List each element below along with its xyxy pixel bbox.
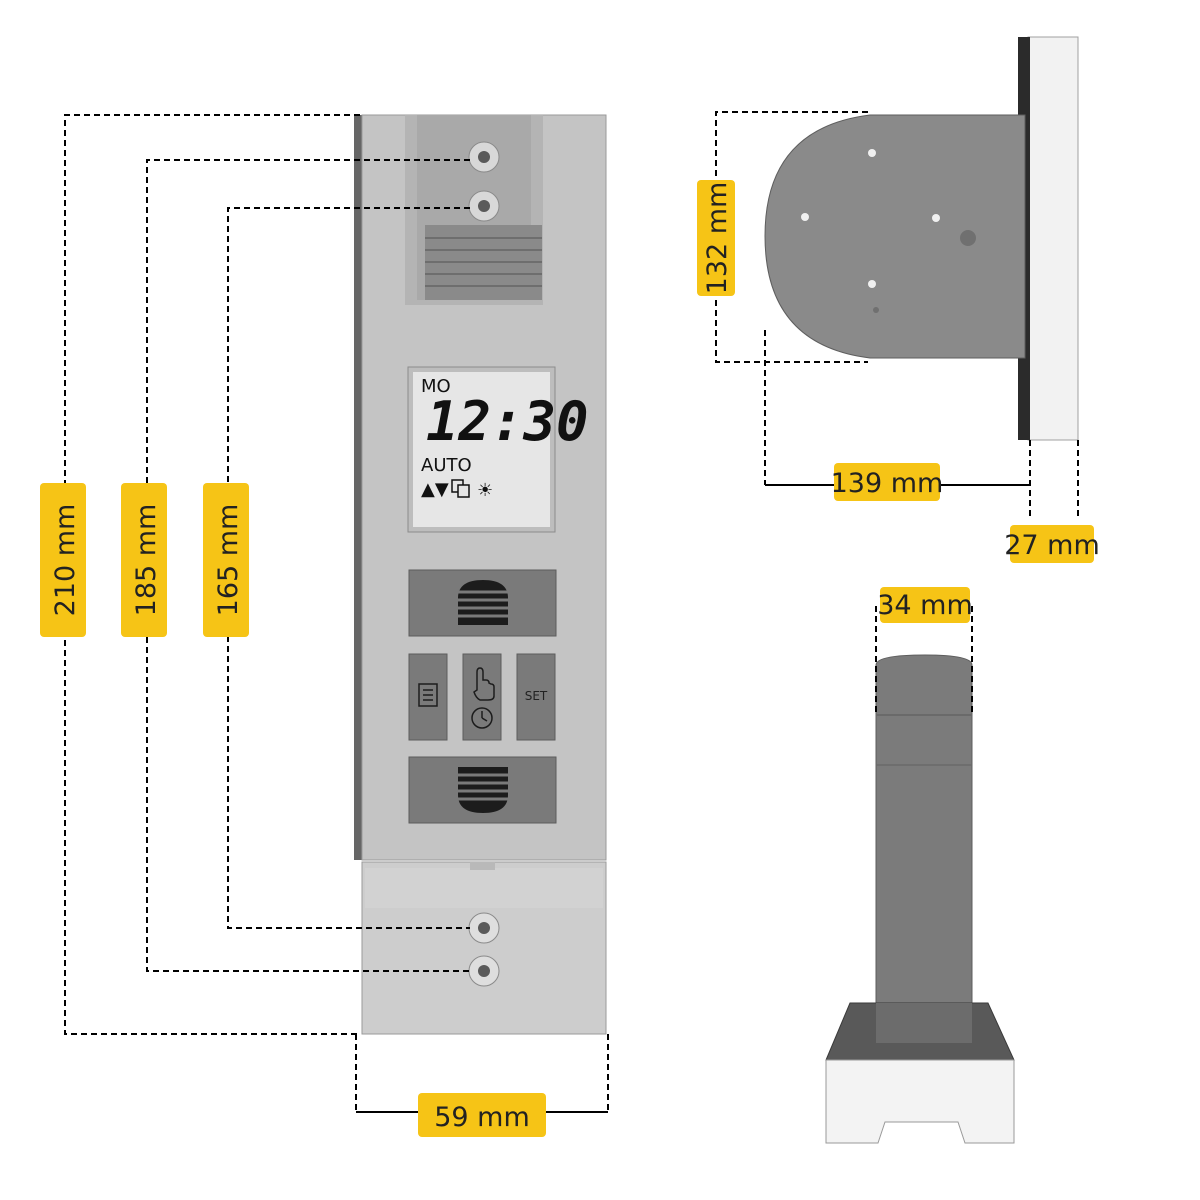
lcd-arrows: ▲▼ [421,479,449,500]
screw-hole-top-2 [468,190,500,222]
down-button[interactable] [408,756,557,824]
lcd-day: MO [421,376,451,397]
side-front-plate [1027,36,1079,441]
calendar-icon [451,479,470,498]
tag-132-label: 132 mm [702,182,733,295]
strap-box-view [825,654,1015,1144]
lcd-mode: AUTO [421,455,472,476]
strap-body [875,654,973,1021]
set-button[interactable]: SET [516,653,556,741]
up-grip-icon [456,580,510,625]
housing-left-edge [354,115,364,860]
tag-139-label: 139 mm [831,468,944,499]
tag-59: 59 mm [418,1093,546,1137]
base-box-front [825,1059,1015,1144]
screw-hole-top-1 [468,141,500,173]
strap-roller [425,225,542,300]
lcd-time: 12:30 [426,390,589,453]
tag-210: 210 mm [40,483,86,637]
tag-132: 132 mm [697,180,735,296]
screw-hole-bottom-1 [468,912,500,944]
lcd-display: MO 12:30 AUTO ▲▼ ☀ [407,366,589,533]
strap-dimension-lines [875,606,973,715]
tag-165-label: 165 mm [213,504,244,617]
up-button[interactable] [408,569,557,637]
tag-165: 165 mm [203,483,249,637]
set-button-label: SET [525,689,548,703]
tag-34-label: 34 mm [877,590,973,621]
tag-34: 34 mm [877,587,973,623]
hand-icon [473,667,495,701]
list-icon [418,683,438,707]
tag-27-label: 27 mm [1004,530,1100,561]
tag-185: 185 mm [121,483,167,637]
side-view [764,36,1079,441]
screw-hole-bottom-2 [468,955,500,987]
manual-timer-button[interactable] [462,653,502,741]
tag-139: 139 mm [831,463,944,501]
side-body [764,114,1026,359]
sun-icon: ☀ [477,480,493,501]
menu-button[interactable] [408,653,448,741]
clock-icon [471,707,493,729]
tag-59-label: 59 mm [434,1102,530,1133]
down-grip-icon [456,767,510,813]
front-view: MO 12:30 AUTO ▲▼ ☀ [354,114,607,1035]
tag-210-label: 210 mm [50,504,81,617]
lower-cover [361,861,607,1035]
tag-185-label: 185 mm [131,504,162,617]
tag-27: 27 mm [1004,525,1100,563]
